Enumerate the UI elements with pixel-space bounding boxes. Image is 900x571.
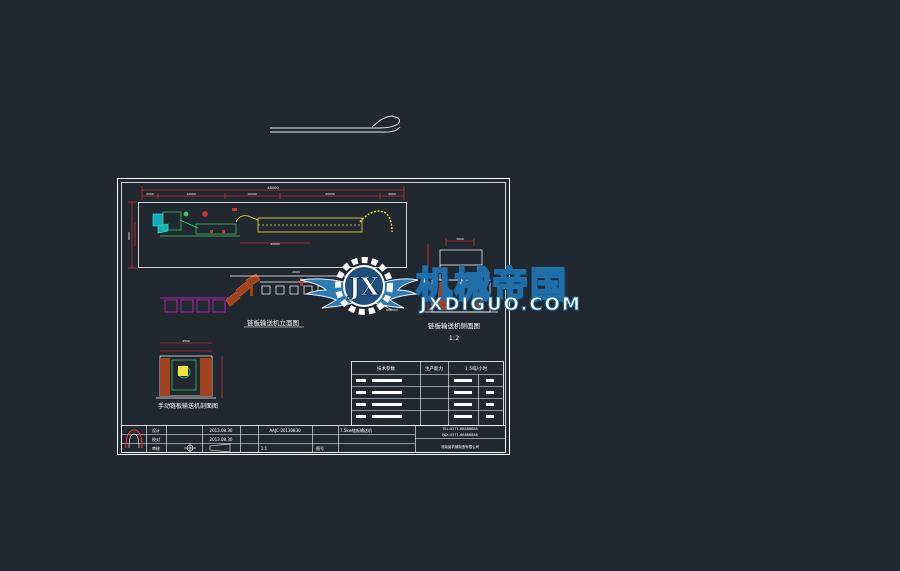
tb-check: 校对 xyxy=(152,436,160,442)
sheet-inner-border xyxy=(121,182,506,453)
tb-scale: 1:1 xyxy=(261,446,268,451)
tb-product: 7.5kw链板输送机 xyxy=(340,427,372,433)
dim-top-2: 12000 xyxy=(186,192,196,196)
tb-fax: FAX:0371-68888888 xyxy=(442,433,478,437)
dim-top-3: 10000 xyxy=(247,192,257,196)
plan-accents xyxy=(210,208,237,233)
tb-tel: TEL:0371-68888888 xyxy=(441,427,477,431)
section-outline xyxy=(424,244,498,313)
title-block[interactable]: 设计 2013.08.30 AAJC-20130830 7.5kw链板输送机 校… xyxy=(121,425,506,453)
spec-header-mid: 生产能力 xyxy=(425,365,443,372)
tb-company: 河南省机械制造有限公司 xyxy=(441,444,480,449)
elevation-support-boxes xyxy=(160,297,240,313)
dim-elevation: 2000 xyxy=(292,270,300,274)
label-elevation-view: 链板输送机立面图 xyxy=(247,318,299,327)
dim-top-1: 2000 xyxy=(146,192,154,196)
tb-review: 审核 xyxy=(152,445,160,451)
tb-date-1: 2013.08.30 xyxy=(210,428,233,433)
side-section-view[interactable]: 4500 手动链板输送机剖面图 xyxy=(156,339,223,410)
top-dimension-lines xyxy=(141,186,405,200)
projection-symbol-icon xyxy=(184,443,231,453)
side-section-fill xyxy=(160,358,212,396)
tb-figure: 图号 xyxy=(316,445,324,451)
conveyor-chassis xyxy=(160,211,240,237)
watermark-text-cn: 机械帝国 xyxy=(415,264,569,307)
label-side-view: 手动链板输送机剖面图 xyxy=(158,402,218,410)
dim-section-top: 3000 xyxy=(456,237,464,241)
plan-view[interactable]: 48000 2000 12000 10000 20000 4000 9000 xyxy=(127,186,407,269)
dim-top-4: 20000 xyxy=(325,192,335,196)
label-section-scale: 1:2 xyxy=(449,334,459,342)
spec-cell-marks xyxy=(356,379,494,418)
spec-header-right: 1.5吨/小时 xyxy=(465,365,488,372)
logo-letters: JX xyxy=(347,272,379,301)
tb-drawing-no: AAJC-20130830 xyxy=(269,428,301,433)
dim-plan-inner: 40000 xyxy=(270,242,280,246)
elevation-red-pillars xyxy=(250,278,303,296)
cotter-pin-sketch xyxy=(270,115,401,133)
left-dimension-lines xyxy=(128,201,138,269)
dim-plan-height: 9000 xyxy=(127,232,131,240)
watermark-text-en: JXDIGUO.COM xyxy=(420,294,582,316)
dim-side-width: 4500 xyxy=(182,339,190,343)
spec-table[interactable]: 技术参数 生产能力 1.5吨/小时 xyxy=(351,361,504,426)
company-logo-icon xyxy=(125,429,143,449)
drawing-sheet xyxy=(117,178,510,455)
chain-path xyxy=(235,210,393,233)
tb-design: 设计 xyxy=(152,427,160,433)
incline-segments xyxy=(225,273,261,307)
sheet-outer-border xyxy=(117,178,510,455)
plan-view-frame xyxy=(138,202,407,268)
section-view[interactable]: 3000 链板输送机侧面图 1:2 xyxy=(424,237,498,342)
gear-icon xyxy=(335,257,393,315)
watermark-logo-icon: JX xyxy=(299,257,419,315)
tb-date-2: 2013.08.30 xyxy=(210,437,233,442)
section-fill xyxy=(438,282,484,310)
spec-header-left: 技术参数 xyxy=(377,365,395,372)
dim-top-5: 4000 xyxy=(388,192,396,196)
dim-overall: 48000 xyxy=(267,186,278,190)
label-section-view: 链板输送机侧面图 xyxy=(428,321,480,330)
